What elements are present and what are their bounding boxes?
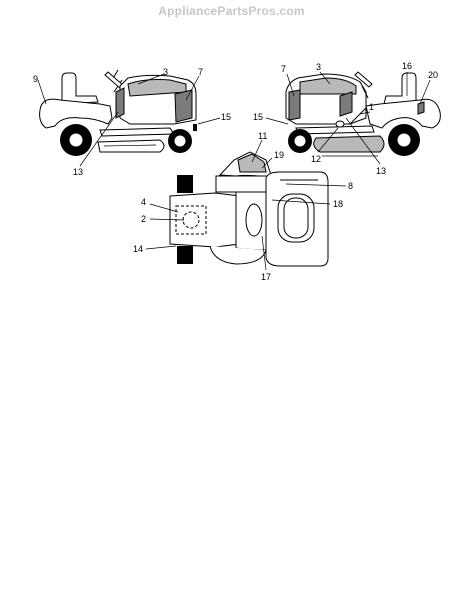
leader-15-right <box>265 117 289 125</box>
callout-13-left: 13 <box>73 167 83 177</box>
leader-7-right <box>286 73 295 97</box>
callout-19: 19 <box>274 150 284 160</box>
tire-treads <box>177 177 193 262</box>
callout-18: 18 <box>333 199 343 209</box>
leader-3-right <box>319 71 331 85</box>
leader-11 <box>251 139 263 163</box>
callout-2: 2 <box>141 214 146 224</box>
callout-13-right: 13 <box>376 166 386 176</box>
rear-tire-bottom <box>177 246 193 264</box>
callout-3-left: 3 <box>163 67 168 77</box>
rear-fender-left <box>39 98 113 129</box>
rear-hub-left <box>68 132 84 148</box>
leader-9 <box>37 79 47 105</box>
mower-deck-left <box>97 139 165 153</box>
leader-19 <box>261 157 273 169</box>
callout-3-right: 3 <box>316 62 321 72</box>
leader-7-left <box>185 75 200 101</box>
front-hub-left <box>173 134 187 148</box>
leader-12 <box>317 127 339 153</box>
callout-1: 1 <box>369 102 374 112</box>
callout-11: 11 <box>258 131 267 141</box>
rear-hub-right <box>396 132 412 148</box>
top-view: 11 19 8 18 4 2 14 17 <box>133 131 353 282</box>
callout-15-left: 15 <box>221 112 231 122</box>
leader-15-left <box>197 117 221 125</box>
callout-16: 16 <box>402 61 412 71</box>
callout-8: 8 <box>348 181 353 191</box>
seat-left <box>61 72 99 105</box>
leader-1 <box>359 111 371 115</box>
hood-side-decal-left <box>174 89 193 123</box>
leader-18 <box>271 199 331 205</box>
callout-9: 9 <box>33 74 38 84</box>
mower-deck-right <box>313 135 385 153</box>
callout-14: 14 <box>133 244 143 254</box>
side-panel-decal-right <box>339 91 353 117</box>
fender-decal-right <box>417 101 425 115</box>
callout-4: 4 <box>141 197 146 207</box>
callout-17: 17 <box>261 272 271 282</box>
control-lever-right <box>349 107 367 125</box>
fuel-cap-outline <box>182 211 200 229</box>
lower-bump-top <box>209 245 267 265</box>
leader-2 <box>149 218 185 221</box>
rear-tire-top <box>177 175 193 193</box>
callout-12: 12 <box>311 154 321 164</box>
leader-14 <box>145 245 177 250</box>
steering-wheel-right <box>354 71 373 88</box>
dash-decal-top <box>237 153 267 173</box>
front-hub-right <box>293 134 307 148</box>
deck-decal-right <box>335 120 345 128</box>
callout-20: 20 <box>428 70 438 80</box>
leader-4 <box>149 203 179 213</box>
hood-vent-inner <box>283 197 309 239</box>
rear-fender-right <box>365 98 441 129</box>
hood-top-decal-left <box>127 79 187 97</box>
frame-left <box>99 127 175 137</box>
leader-13-left <box>79 111 119 167</box>
callout-15-right: 15 <box>253 112 263 122</box>
callout-7-right: 7 <box>281 64 286 74</box>
hood-top-decal-right <box>299 77 357 95</box>
left-side-view: 9 3 7 15 13 <box>33 67 231 177</box>
steering-right <box>361 85 369 99</box>
hood-side-decal-right <box>288 89 301 121</box>
site-watermark: AppliancePartsPros.com <box>158 4 305 18</box>
callout-7-left: 7 <box>198 67 203 77</box>
leader-3-left <box>137 73 165 85</box>
right-side-view: 7 3 16 20 1 15 12 13 <box>253 61 441 176</box>
side-panel-decal-left <box>115 87 125 119</box>
upper-slab-top <box>215 175 271 193</box>
leader-13-right <box>345 117 381 165</box>
leader-8 <box>285 183 347 187</box>
steering-top <box>245 203 263 237</box>
leader-17 <box>261 235 267 271</box>
front-decal-left <box>193 124 197 131</box>
deck-line-left <box>103 144 157 147</box>
seat-right <box>383 72 417 105</box>
leader-20 <box>419 79 431 105</box>
